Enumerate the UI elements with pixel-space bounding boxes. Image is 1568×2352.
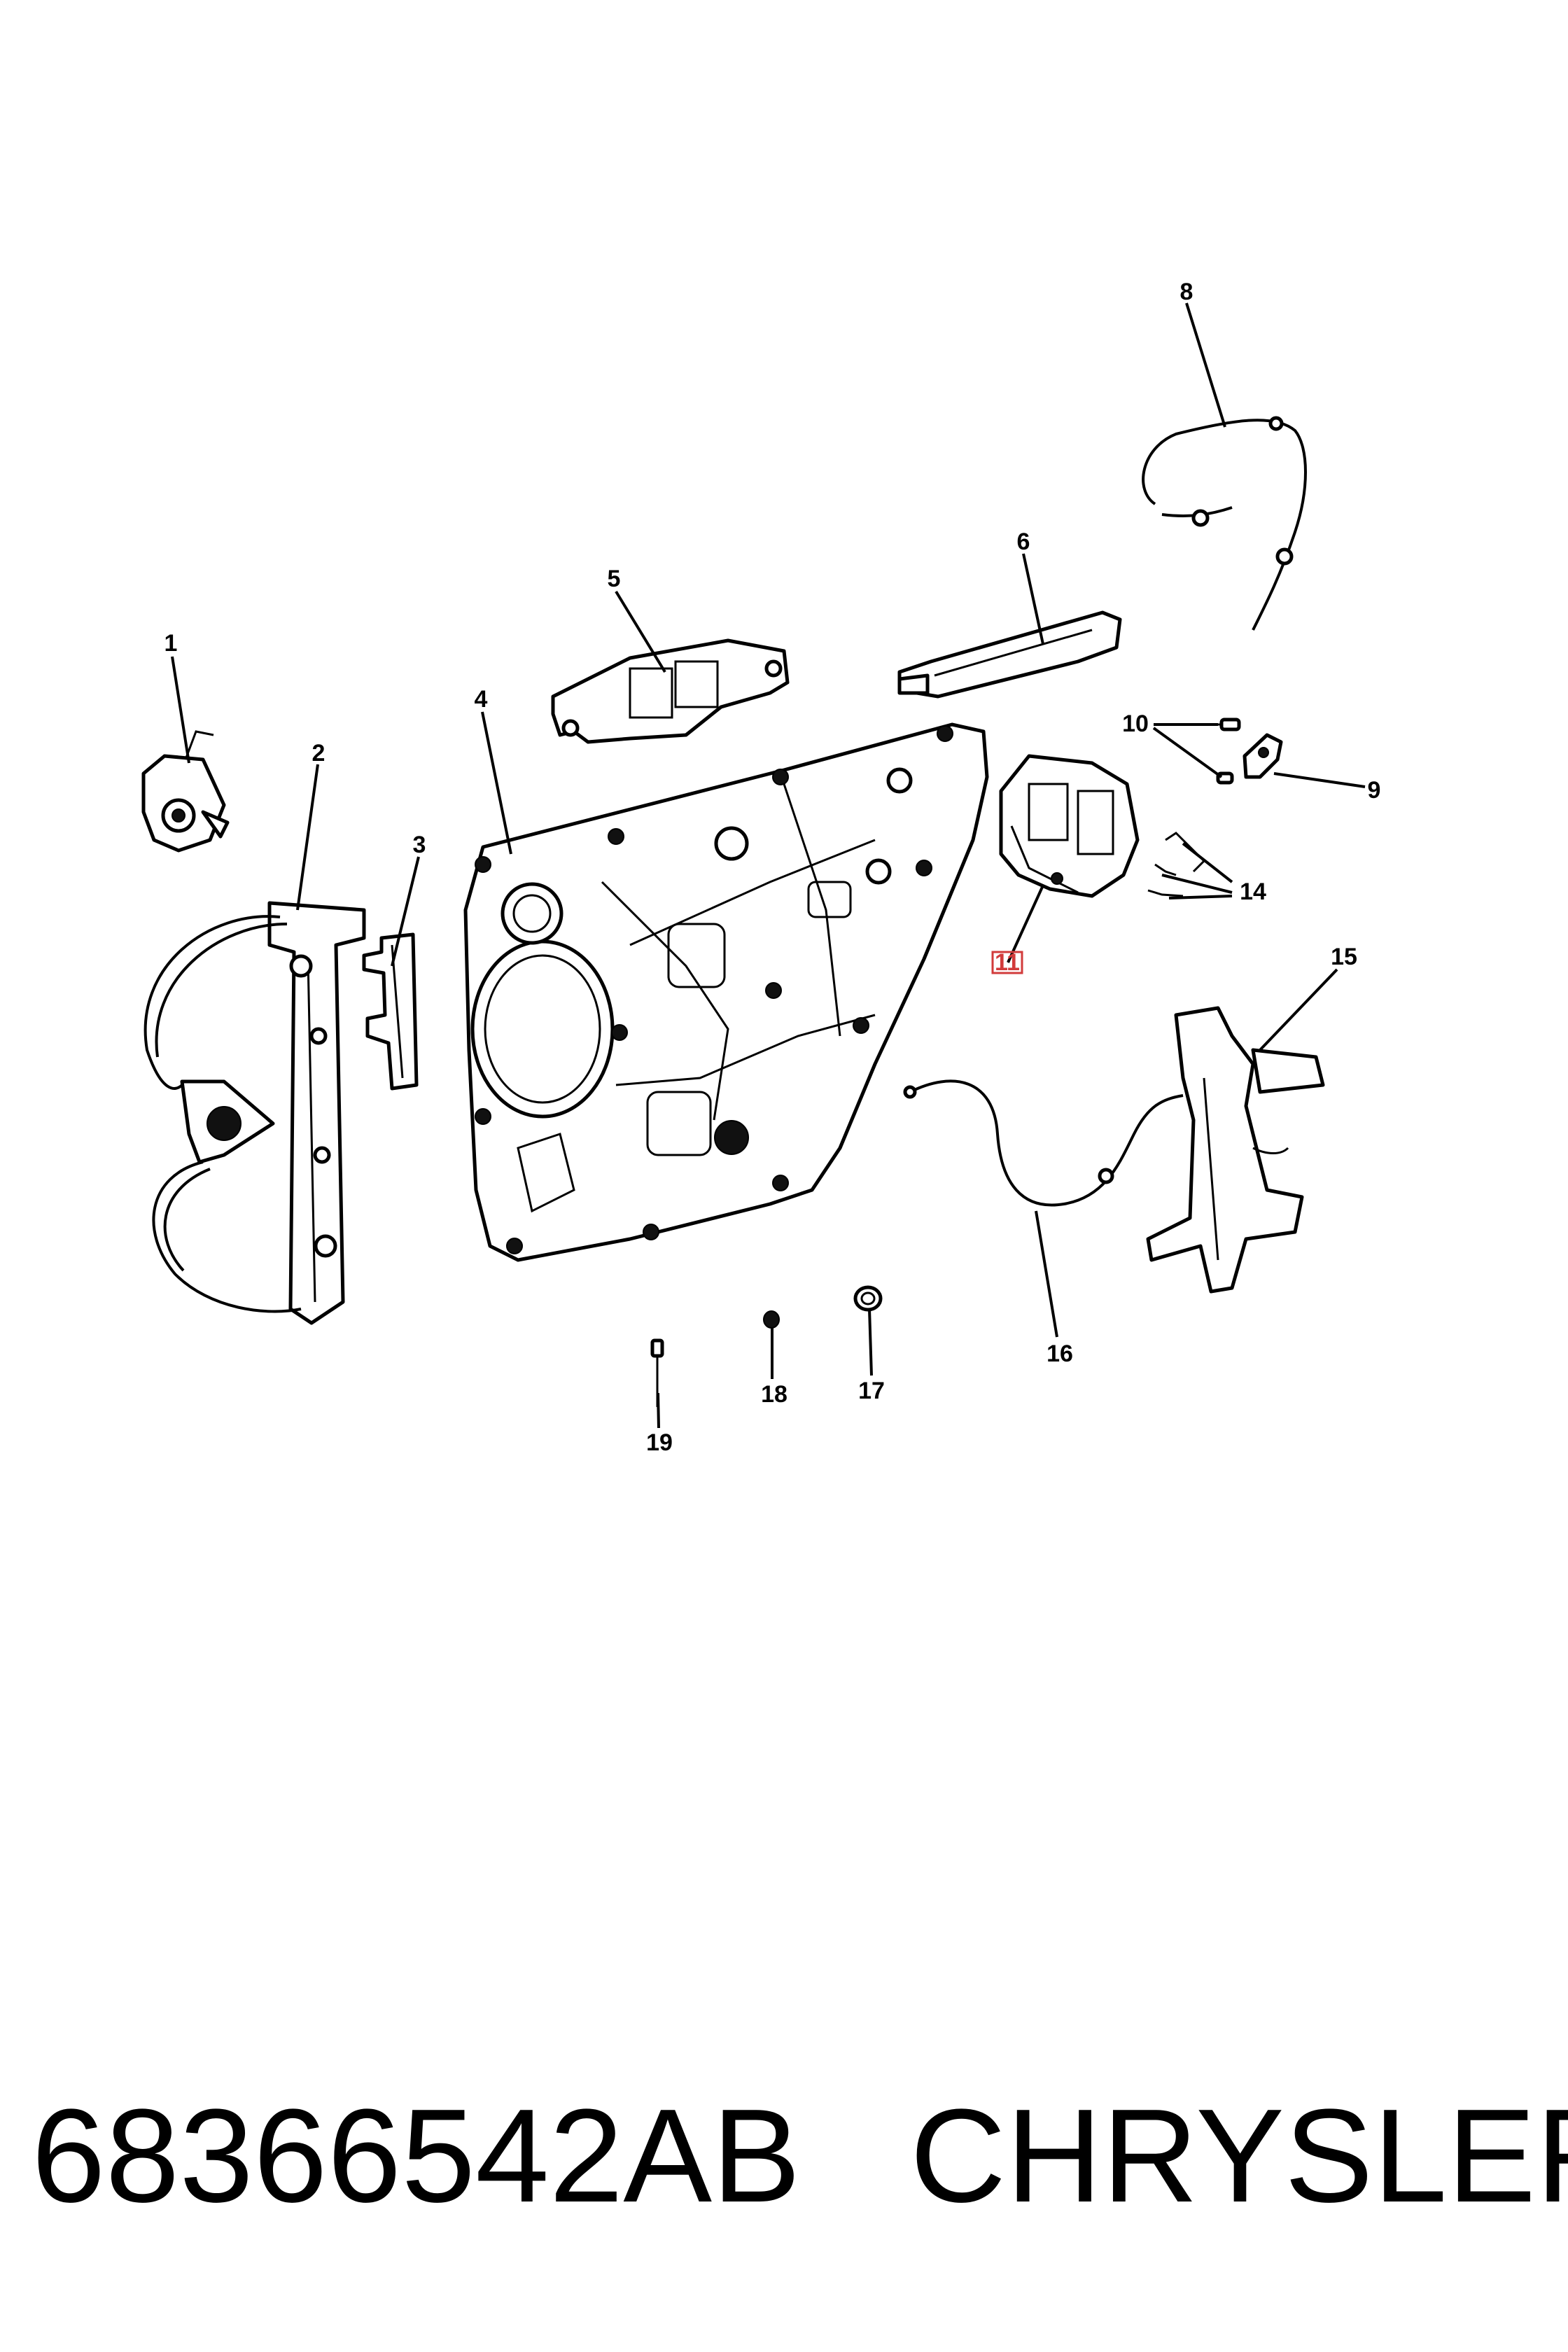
callout-5: 5 xyxy=(608,566,621,592)
callout-2: 2 xyxy=(312,740,326,766)
part-11-door-latch xyxy=(999,754,1140,898)
callout-18: 18 xyxy=(761,1381,788,1408)
callout-3: 3 xyxy=(413,832,426,858)
part-2-window-regulator xyxy=(144,901,366,1325)
callout-15: 15 xyxy=(1331,944,1357,970)
part-16-release-cable xyxy=(903,1079,1184,1207)
callout-1: 1 xyxy=(164,630,178,657)
brand-name: CHRYSLER xyxy=(910,2082,1568,2230)
callout-16: 16 xyxy=(1046,1340,1073,1367)
callout-19: 19 xyxy=(646,1429,673,1456)
part-14-clips xyxy=(1147,832,1206,897)
leader-lines xyxy=(171,302,1366,1429)
callout-9: 9 xyxy=(1368,777,1381,804)
callout-11: 11 xyxy=(995,949,1020,976)
part-5-actuator-bracket xyxy=(551,638,790,744)
part-8-latch-cable xyxy=(1142,416,1307,631)
footer: 68366542AB CHRYSLER xyxy=(0,2068,1568,2244)
callout-10: 10 xyxy=(1122,710,1149,737)
part-15-handle-bracket xyxy=(1146,1006,1325,1294)
part-number: 68366542AB xyxy=(31,2082,801,2230)
callout-17: 17 xyxy=(858,1378,885,1404)
callout-8: 8 xyxy=(1180,279,1194,305)
part-4-door-module-panel xyxy=(463,722,989,1262)
callout-4: 4 xyxy=(475,686,488,713)
part-17-grommet xyxy=(853,1285,883,1312)
part-3-bracket xyxy=(362,932,419,1091)
part-1-regulator-motor xyxy=(141,730,230,853)
callout-6: 6 xyxy=(1017,528,1030,555)
callout-14: 14 xyxy=(1240,878,1266,905)
part-6-handle-housing xyxy=(897,610,1122,699)
callout-11-highlight xyxy=(991,951,1023,974)
part-18-plug xyxy=(763,1310,780,1329)
part-9-striker xyxy=(1242,733,1283,779)
